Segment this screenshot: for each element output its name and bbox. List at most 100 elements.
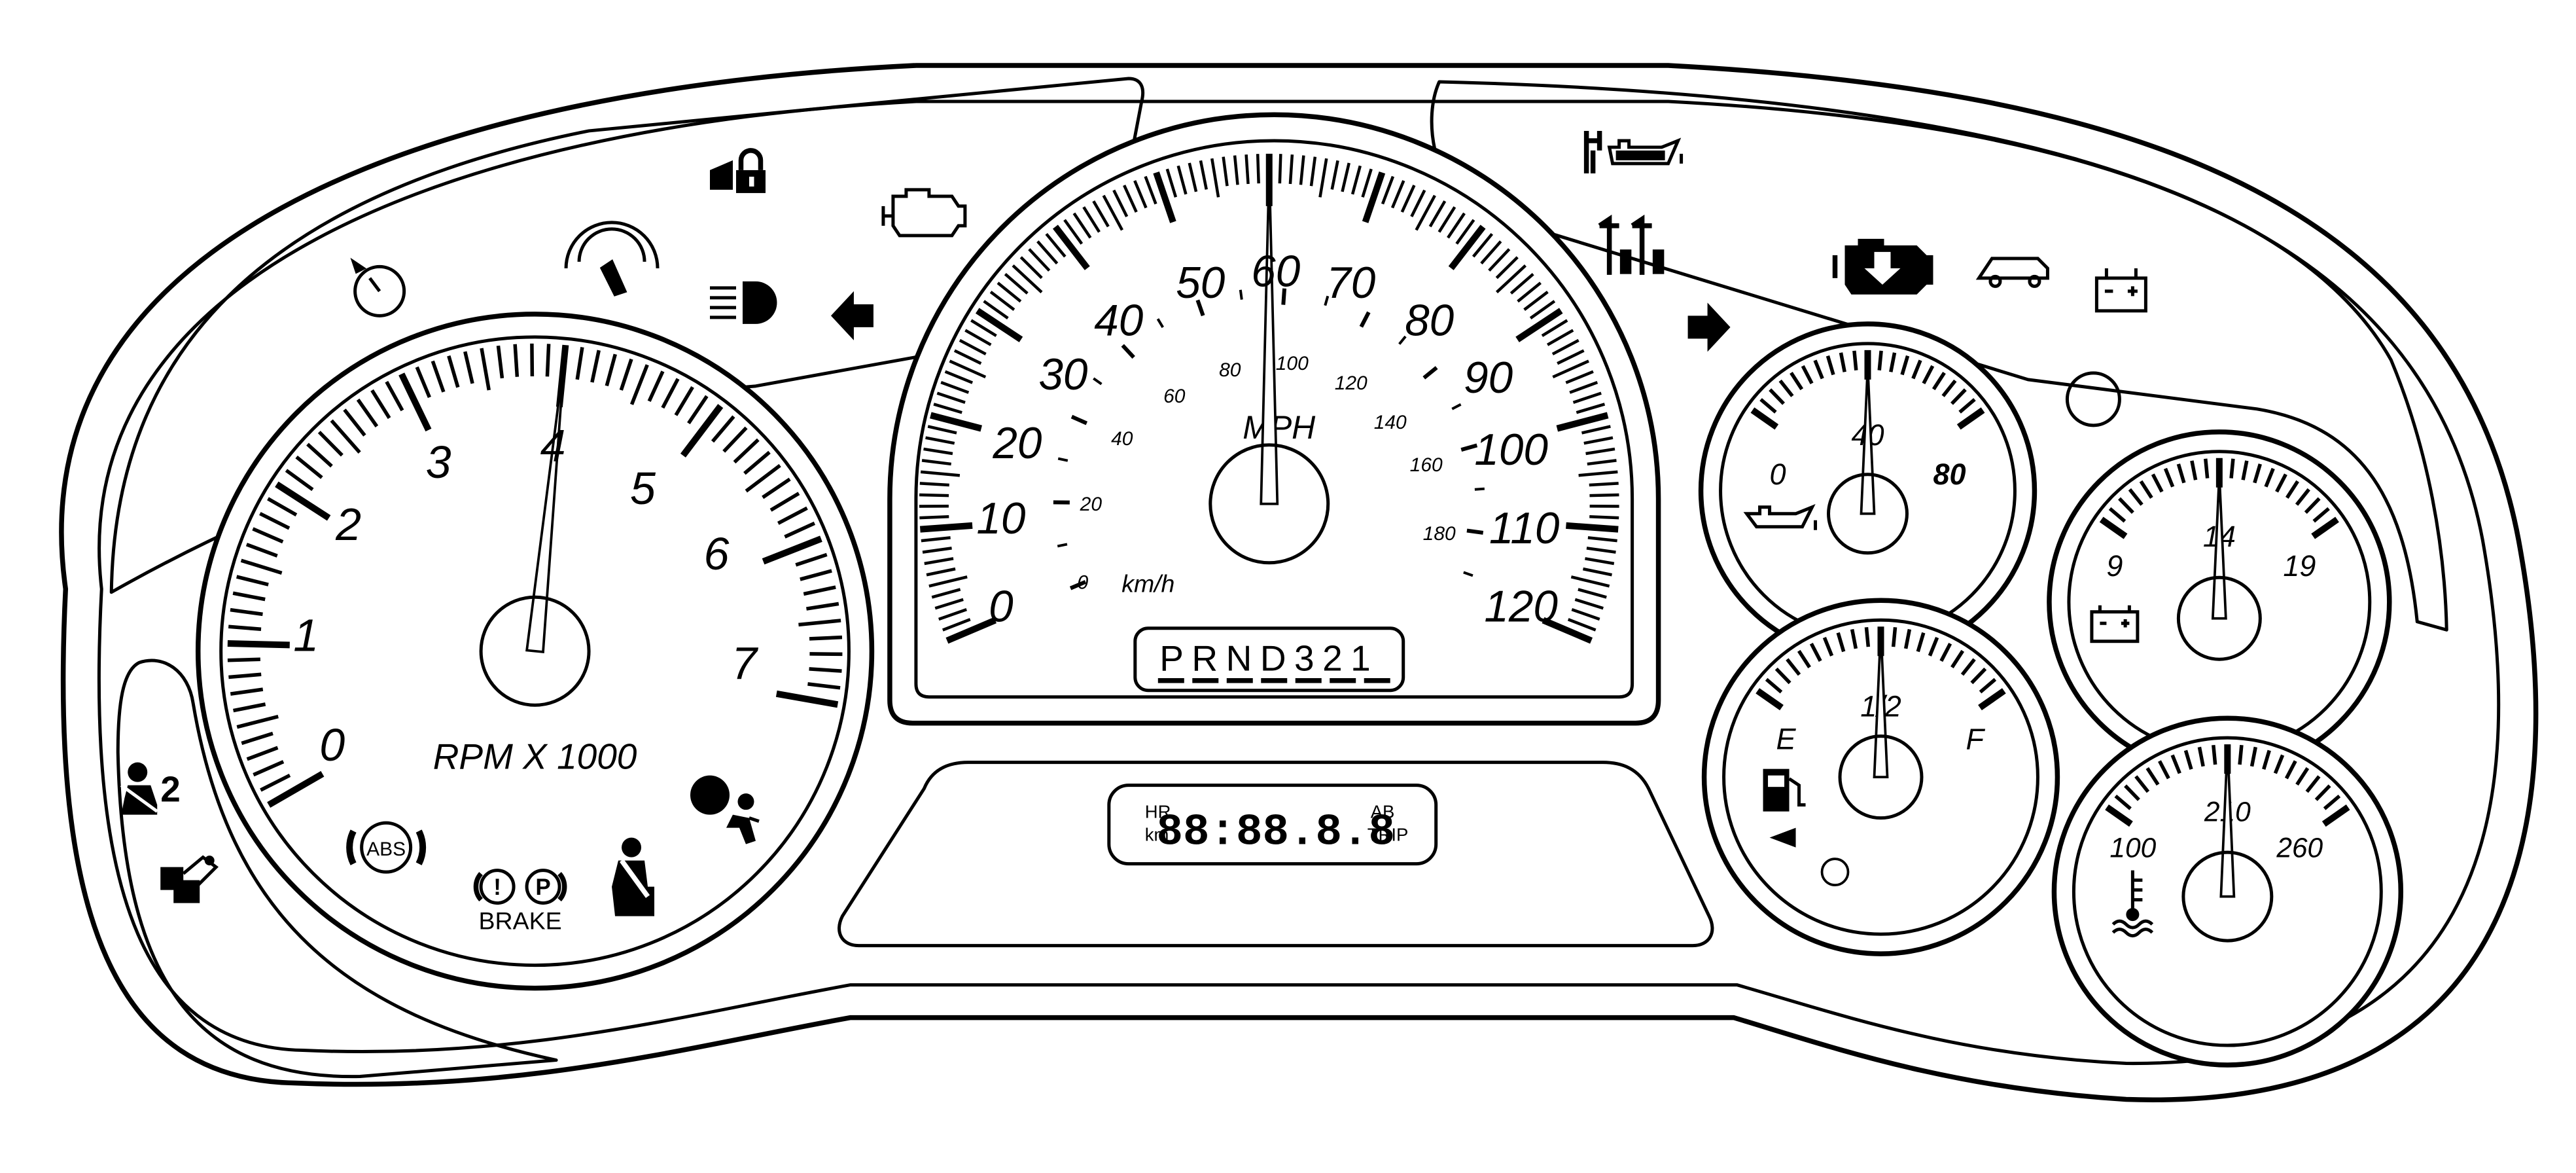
oil-gauge-minor-tick bbox=[1852, 350, 1858, 370]
mph-minor-tick bbox=[1176, 165, 1188, 195]
gear-indicator: PRND321 bbox=[1133, 626, 1405, 693]
tach-minor-tick bbox=[227, 657, 260, 662]
fuel-gauge-minor-tick bbox=[1939, 642, 1952, 662]
tach-minor-tick bbox=[687, 395, 709, 425]
tach-minor-tick bbox=[285, 469, 314, 492]
mph-minor-tick bbox=[1569, 380, 1598, 394]
mph-major-tick bbox=[975, 308, 1023, 342]
mph-minor-tick bbox=[1330, 160, 1339, 190]
center-lower-panel bbox=[838, 761, 1714, 948]
temp-gauge-minor-tick bbox=[2212, 744, 2217, 765]
tach-minor-tick bbox=[619, 358, 633, 391]
volt-gauge-minor-tick bbox=[2241, 460, 2249, 480]
mph-minor-tick bbox=[927, 425, 957, 435]
oil-gauge-needle bbox=[1860, 366, 1876, 515]
fuel-gauge-minor-tick bbox=[1916, 632, 1926, 653]
volt-gauge-scale bbox=[2099, 458, 2339, 539]
mph-minor-tick bbox=[1551, 338, 1579, 355]
mph-minor-tick bbox=[1583, 436, 1614, 445]
mph-minor-tick bbox=[1244, 154, 1250, 185]
mph-minor-tick bbox=[921, 459, 951, 466]
gear-indicator-frame bbox=[1133, 626, 1405, 693]
fuel-gauge: E 1/2 F bbox=[1701, 598, 2060, 956]
temp-gauge-minor-tick bbox=[2197, 746, 2205, 767]
right-warning-panel bbox=[1430, 80, 2448, 632]
fuel-gauge-minor-tick bbox=[1864, 627, 1871, 647]
service-4wd-icon bbox=[1598, 214, 1665, 275]
mph-minor-tick bbox=[919, 493, 949, 497]
tach-minor-tick bbox=[385, 380, 404, 412]
tach-minor-tick bbox=[496, 345, 504, 379]
tach-number-6: 6 bbox=[704, 528, 730, 579]
mph-minor-tick bbox=[1589, 482, 1619, 487]
abs-icon: ABS bbox=[346, 821, 427, 874]
mph-minor-tick bbox=[1045, 232, 1067, 258]
mph-minor-tick bbox=[1165, 168, 1178, 198]
low-traction-icon bbox=[564, 221, 660, 297]
mph-minor-tick bbox=[997, 281, 1022, 303]
tach-minor-tick bbox=[647, 370, 665, 403]
mph-major-tick bbox=[1542, 617, 1593, 644]
mph-minor-tick bbox=[1233, 155, 1239, 185]
fuel-door-arrow-icon bbox=[1769, 827, 1796, 848]
temp-gauge-needle bbox=[2219, 746, 2236, 898]
tachometer-face bbox=[219, 335, 851, 967]
temp-gauge-major-tick bbox=[2321, 804, 2350, 827]
brake-icon: ! P BRAKE bbox=[473, 869, 567, 935]
mph-major-tick bbox=[1153, 171, 1176, 223]
mph-minor-tick bbox=[1036, 240, 1059, 265]
tach-minor-tick bbox=[722, 426, 748, 453]
temp-gauge-minor-tick bbox=[2295, 767, 2310, 786]
fuel-gauge-minor-tick bbox=[1809, 642, 1822, 662]
kmh-minor-tick bbox=[1057, 457, 1068, 462]
mph-number-20: 20 bbox=[992, 419, 1042, 468]
temp-gauge-minor-tick bbox=[2145, 767, 2160, 786]
fuel-gauge-minor-tick bbox=[1970, 667, 1987, 685]
voltmeter-gauge: 9 14 19 bbox=[2047, 429, 2392, 775]
mph-minor-tick bbox=[1019, 256, 1043, 280]
tach-minor-tick bbox=[800, 569, 832, 581]
mph-number-110: 110 bbox=[1489, 504, 1560, 553]
svg-text:ABS: ABS bbox=[366, 839, 406, 860]
kmh-number-0: 0 bbox=[1077, 572, 1088, 594]
mph-minor-tick bbox=[1210, 158, 1220, 198]
temp-gauge-minor-tick bbox=[2114, 794, 2132, 810]
coolant-temp-icon bbox=[2111, 870, 2154, 938]
mph-minor-tick bbox=[925, 436, 955, 445]
mph-number-70: 70 bbox=[1326, 259, 1375, 308]
tach-minor-tick bbox=[674, 386, 694, 416]
tachometer-scale bbox=[227, 343, 843, 808]
temp-gauge-scale bbox=[2105, 744, 2350, 827]
tach-minor-tick bbox=[784, 521, 816, 539]
volt-gauge-minor-tick bbox=[2190, 460, 2198, 480]
temp-gauge-minor-tick bbox=[2323, 794, 2341, 810]
mph-minor-tick bbox=[1552, 359, 1589, 379]
kmh-minor-tick bbox=[1324, 295, 1330, 306]
tach-major-tick bbox=[680, 404, 724, 458]
mph-minor-tick bbox=[1400, 185, 1416, 213]
mph-minor-tick bbox=[1199, 160, 1208, 190]
oil-gauge-min: 0 bbox=[1770, 458, 1786, 491]
mph-minor-tick bbox=[1578, 470, 1618, 477]
tach-minor-tick bbox=[241, 731, 273, 746]
tach-minor-tick bbox=[798, 619, 841, 627]
tach-number-labels: 0 1 2 3 4 5 6 7 bbox=[293, 420, 759, 770]
mph-minor-tick bbox=[949, 359, 987, 379]
mph-minor-tick bbox=[1589, 515, 1619, 520]
mph-minor-tick bbox=[1438, 206, 1456, 233]
tire-pressure-icon bbox=[1975, 257, 2049, 288]
mph-minor-tick bbox=[1341, 162, 1350, 192]
cruise-speed-icon bbox=[350, 257, 406, 317]
kmh-number-140: 140 bbox=[1374, 412, 1407, 433]
tach-number-4: 4 bbox=[540, 420, 566, 471]
mph-minor-tick bbox=[1517, 281, 1542, 303]
mph-minor-tick bbox=[1557, 349, 1585, 365]
mph-minor-tick bbox=[1410, 189, 1426, 217]
odometer-frame bbox=[1107, 784, 1438, 866]
svg-text:P: P bbox=[535, 875, 550, 900]
kmh-major-tick bbox=[1069, 580, 1087, 590]
tach-major-tick bbox=[227, 640, 290, 649]
fuel-pump-icon bbox=[1763, 768, 1806, 812]
volt-gauge-minor-tick bbox=[2108, 507, 2126, 523]
